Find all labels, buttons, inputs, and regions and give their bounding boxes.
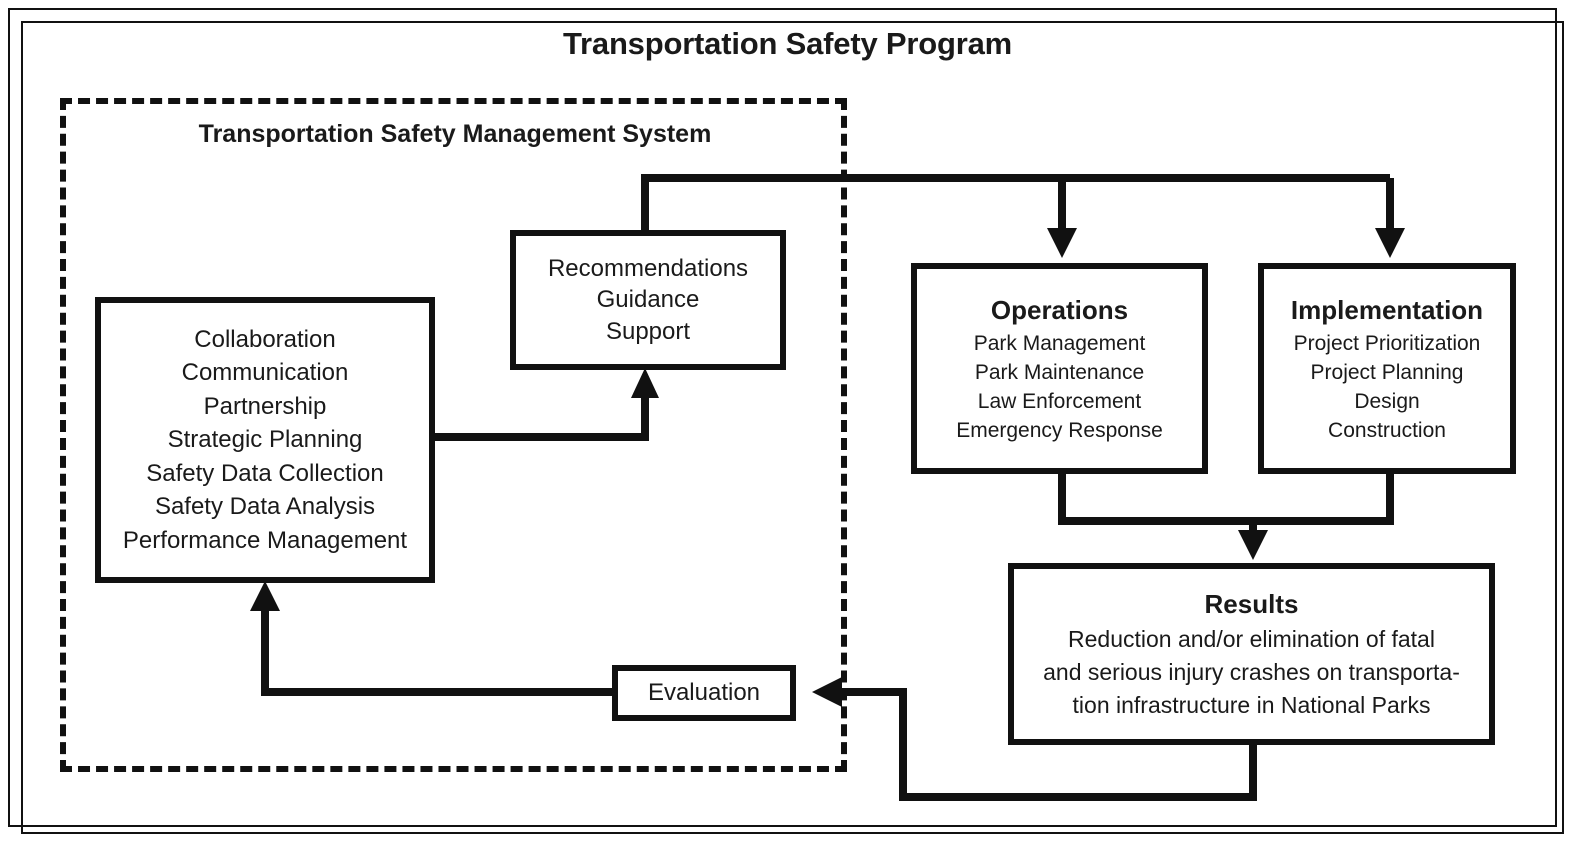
recommendations-box[interactable]: Recommendations Guidance Support <box>510 230 786 370</box>
operations-box[interactable]: Operations Park Management Park Maintena… <box>911 263 1208 474</box>
operations-item: Law Enforcement <box>977 390 1142 413</box>
core-activities-item: Collaboration <box>194 325 336 353</box>
results-item: and serious injury crashes on transporta… <box>1043 659 1460 685</box>
implementation-item: Construction <box>1328 419 1446 442</box>
system-boundary-label: Transportation Safety Management System <box>198 120 712 148</box>
evaluation-label: Evaluation <box>647 679 761 706</box>
recommendations-item: Guidance <box>596 286 700 314</box>
core-activities-item: Communication <box>181 359 349 387</box>
system-boundary-dashed-box <box>60 98 847 772</box>
recommendations-item: Recommendations <box>547 254 749 282</box>
operations-item: Park Maintenance <box>974 361 1145 384</box>
implementation-item: Project Planning <box>1310 361 1464 384</box>
evaluation-box[interactable]: Evaluation <box>612 665 796 721</box>
page-title: Transportation Safety Program <box>563 26 1012 61</box>
results-item: tion infrastructure in National Parks <box>1072 692 1431 718</box>
implementation-item: Project Prioritization <box>1293 332 1481 355</box>
core-activities-item: Safety Data Analysis <box>154 493 376 521</box>
implementation-heading: Implementation <box>1290 295 1484 325</box>
recommendations-item: Support <box>605 317 691 345</box>
core-activities-box[interactable]: Collaboration Communication Partnership … <box>95 297 435 583</box>
core-activities-item: Partnership <box>203 392 327 420</box>
outer-frame-inner-line <box>21 21 1564 834</box>
operations-heading: Operations <box>990 295 1129 325</box>
results-item: Reduction and/or elimination of fatal <box>1068 626 1435 652</box>
results-box[interactable]: Results Reduction and/or elimination of … <box>1008 563 1495 745</box>
core-activities-item: Safety Data Collection <box>146 459 384 487</box>
core-activities-item: Performance Management <box>122 526 408 554</box>
results-heading: Results <box>1204 589 1299 619</box>
implementation-item: Design <box>1354 390 1420 413</box>
operations-item: Emergency Response <box>956 419 1163 442</box>
implementation-box[interactable]: Implementation Project Prioritization Pr… <box>1258 263 1516 474</box>
operations-item: Park Management <box>973 332 1146 355</box>
core-activities-item: Strategic Planning <box>167 426 363 454</box>
